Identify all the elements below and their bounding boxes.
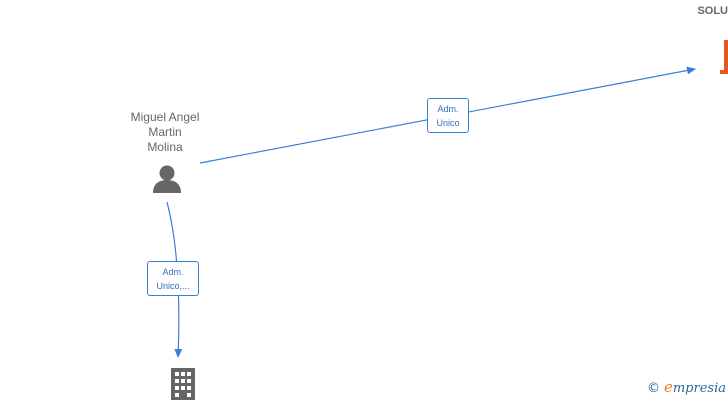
company-name-right[interactable]: SOLU bbox=[648, 4, 728, 18]
relation-label-line: Unico,... bbox=[156, 281, 190, 291]
relation-label-line: Adm. bbox=[437, 104, 459, 114]
person-name[interactable]: Miguel Angel Martin Molina bbox=[115, 110, 215, 155]
relation-label-adm-unico-more[interactable]: Adm. Unico,... bbox=[147, 261, 199, 296]
relation-label-line: Adm. bbox=[162, 267, 184, 277]
brand-logo: ©empresia bbox=[647, 378, 726, 396]
person-name-line-2: Martin bbox=[148, 125, 182, 139]
relation-label-line: Unico bbox=[436, 118, 460, 128]
company-name-partial: SOLU bbox=[697, 5, 728, 17]
relation-label-adm-unico[interactable]: Adm. Unico bbox=[427, 98, 469, 133]
copyright-icon: © bbox=[646, 381, 660, 396]
person-icon[interactable] bbox=[153, 165, 181, 194]
brand-e-letter: e bbox=[663, 378, 673, 396]
brand-name-rest: mpresia bbox=[672, 381, 726, 396]
company-icon[interactable] bbox=[720, 40, 728, 74]
person-name-line-3: Molina bbox=[147, 140, 183, 154]
person-name-line-1: Miguel Angel bbox=[130, 110, 200, 124]
building-icon[interactable] bbox=[171, 368, 195, 400]
